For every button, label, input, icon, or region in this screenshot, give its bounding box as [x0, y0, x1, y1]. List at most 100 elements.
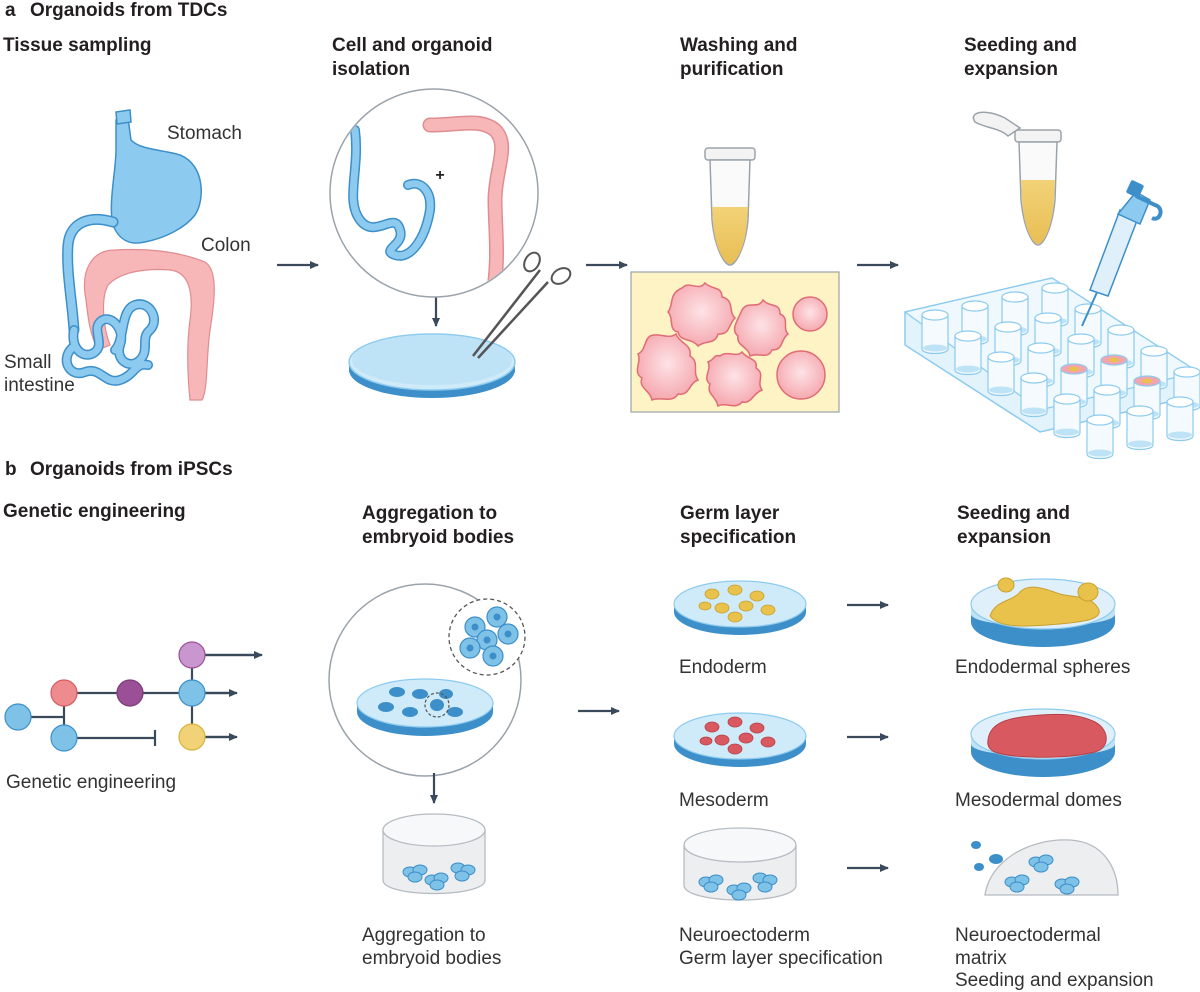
well-liquid	[1055, 428, 1079, 436]
panel-a-letter: a	[5, 0, 16, 21]
washing-box	[630, 271, 840, 413]
step-washing: Washing and purification	[680, 35, 798, 80]
well-plate	[903, 277, 1200, 460]
well-top	[954, 330, 982, 342]
colon-shape	[83, 248, 215, 401]
organoid-star-1	[666, 281, 737, 348]
well-top	[1027, 342, 1055, 354]
label-intestine: intestine	[4, 375, 75, 396]
caption-neuro-matrix-2: matrix	[955, 948, 1007, 969]
organoid-star-3	[636, 332, 700, 402]
gene-node-yellow	[178, 723, 206, 751]
well-top	[1166, 396, 1194, 408]
well-top	[1053, 393, 1081, 405]
gene-node-lilac	[178, 641, 206, 669]
aggregation-magnifier	[328, 583, 526, 777]
dish-endoderm	[673, 580, 807, 635]
caption-neuro-matrix-3: Seeding and expansion	[955, 970, 1154, 991]
caption-aggregation: Aggregation to embryoid bodies	[362, 925, 502, 969]
step-germ-layer: Germ layer specification	[680, 503, 797, 548]
well	[1053, 398, 1081, 439]
caption-endoderm: Endoderm	[679, 657, 767, 678]
well-top	[1001, 291, 1029, 303]
caption-neuroectoderm: Neuroectoderm	[679, 925, 810, 946]
well-top	[1140, 345, 1168, 357]
gene-node-purple	[116, 679, 144, 707]
well-top	[1067, 333, 1095, 345]
well-organoid	[1069, 366, 1079, 372]
stomach-shape	[110, 117, 202, 244]
well-top	[994, 321, 1022, 333]
well	[921, 314, 949, 355]
tube-a	[704, 147, 756, 266]
panel-b-title: Organoids from iPSCs	[30, 459, 233, 480]
cup-neuroectoderm	[683, 827, 797, 901]
isolation-magnifier: +	[329, 88, 539, 298]
caption-mesodermal-domes: Mesodermal domes	[955, 790, 1122, 811]
organoid-round-1	[792, 296, 828, 332]
caption-genetic: Genetic engineering	[6, 772, 177, 793]
plus-sign: +	[435, 167, 444, 184]
step-cell-isolation: Cell and organoid isolation	[332, 35, 493, 80]
well-liquid	[956, 365, 980, 373]
well-organoid	[1142, 378, 1152, 384]
well	[987, 356, 1015, 397]
well-top	[921, 309, 949, 321]
well	[1086, 419, 1114, 460]
well-top	[1173, 366, 1200, 378]
step-aggregation: Aggregation to embryoid bodies	[362, 503, 515, 548]
organoid-star-4	[706, 350, 764, 408]
well-top	[1126, 405, 1154, 417]
step-tissue-sampling: Tissue sampling	[3, 35, 152, 56]
well-liquid	[1088, 449, 1112, 457]
well-organoid	[1109, 357, 1119, 363]
panel-a-title: Organoids from TDCs	[30, 0, 228, 21]
well-top	[1093, 384, 1121, 396]
well-top	[1034, 312, 1062, 324]
well	[1166, 401, 1194, 442]
step-seeding-b: Seeding and expansion	[957, 503, 1070, 548]
well-liquid	[989, 386, 1013, 394]
well	[1126, 410, 1154, 451]
label-colon: Colon	[201, 235, 251, 256]
culture-cup-aggregation	[382, 813, 486, 895]
organoid-star-2	[733, 298, 790, 358]
dish-endodermal-spheres	[970, 577, 1116, 647]
well-top	[1107, 324, 1135, 336]
well	[954, 335, 982, 376]
well-liquid	[1168, 431, 1192, 439]
gene-node-red	[50, 679, 78, 707]
well-grid	[921, 282, 1200, 460]
step-seeding-a: Seeding and expansion	[964, 35, 1077, 80]
neuroectodermal-dome	[971, 839, 1119, 896]
panel-b-letter: b	[5, 459, 17, 480]
pipette-icon	[1081, 180, 1163, 327]
label-stomach: Stomach	[167, 123, 242, 144]
well-top	[1086, 414, 1114, 426]
caption-endodermal-spheres: Endodermal spheres	[955, 657, 1131, 678]
caption-mesoderm: Mesoderm	[679, 790, 769, 811]
caption-germ-layer-spec: Germ layer specification	[679, 948, 883, 969]
well	[1020, 377, 1048, 418]
digestive-organs-illustration	[61, 109, 215, 401]
caption-neuro-matrix-1: Neuroectodermal	[955, 925, 1101, 946]
tube-seeding-a	[972, 111, 1062, 246]
well-liquid	[1022, 407, 1046, 415]
label-small: Small	[4, 352, 52, 373]
dish-mesodermal-domes	[970, 708, 1116, 777]
step-genetic-engineering: Genetic engineering	[3, 501, 186, 522]
genetic-network	[4, 641, 263, 752]
well-top	[1041, 282, 1069, 294]
organoid-round-2	[776, 350, 826, 400]
well-liquid	[923, 344, 947, 352]
gene-node-blue-1	[4, 703, 32, 731]
dish-mesoderm	[673, 712, 807, 767]
gene-node-blue-3	[178, 679, 206, 707]
gene-node-blue-2	[50, 724, 78, 752]
well-top	[1020, 372, 1048, 384]
well-liquid	[1128, 440, 1152, 448]
well-top	[987, 351, 1015, 363]
well-top	[961, 300, 989, 312]
scissors-icon	[472, 251, 572, 359]
